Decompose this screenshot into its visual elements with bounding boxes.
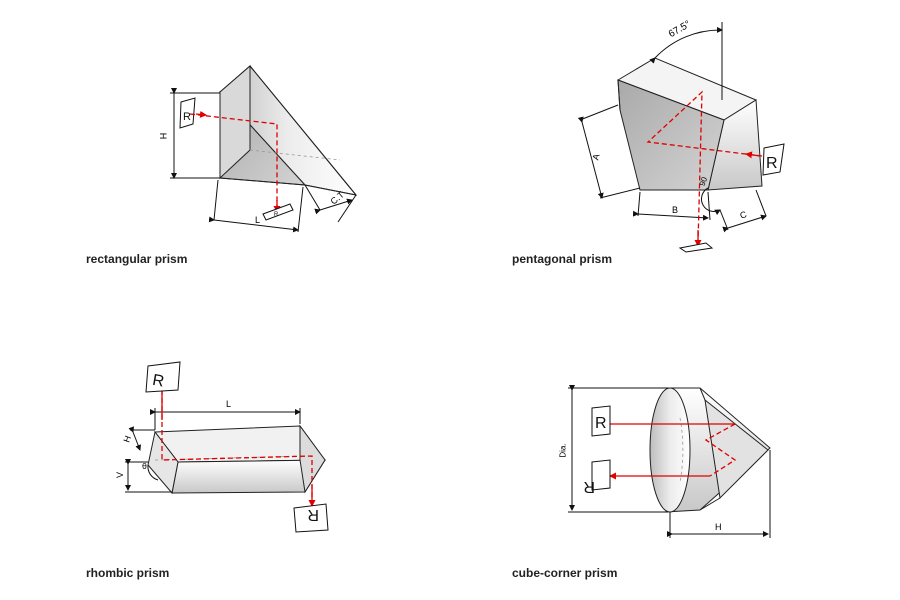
rhombic-prism-diagram: R R: [125, 361, 329, 533]
rhombic-prism-caption: rhombic prism: [86, 566, 170, 580]
pentagonal-prism-caption: pentagonal prism: [512, 252, 613, 266]
rectangular-length-label: L: [255, 215, 261, 225]
cube-corner-prism-panel: R R cube-corner prism Dia. H: [450, 300, 900, 600]
svg-text:R: R: [307, 506, 319, 523]
pentagonal-prism-diagram: R: [577, 22, 785, 253]
svg-text:R: R: [183, 111, 191, 123]
rectangular-height-label: H: [158, 132, 169, 140]
rhombic-vertical-label: V: [115, 471, 126, 479]
cube-corner-prism-diagram: R R: [568, 385, 771, 538]
rhombic-prism-panel: R R rhombic prism L H V θ: [0, 300, 450, 600]
cube-corner-diameter-label: Dia.: [558, 443, 568, 458]
svg-text:R: R: [766, 155, 778, 172]
svg-text:R: R: [595, 415, 607, 432]
svg-text:R: R: [274, 212, 279, 218]
svg-text:R: R: [151, 372, 165, 391]
cube-corner-prism-caption: cube-corner prism: [512, 566, 618, 580]
pentagonal-side-b-label: B: [672, 205, 679, 215]
svg-text:R: R: [583, 478, 595, 495]
rhombic-length-label: L: [226, 399, 232, 409]
rectangular-prism-diagram: R R: [170, 64, 358, 233]
cube-corner-height-label: H: [715, 522, 722, 532]
rectangular-prism-panel: R R rectangular prism H L C.T: [0, 0, 450, 300]
rectangular-prism-caption: rectangular prism: [86, 252, 188, 266]
pentagonal-prism-panel: R pentagonal prism 67.5° A B C 90: [450, 0, 900, 300]
rhombic-theta-label: θ: [142, 462, 147, 471]
